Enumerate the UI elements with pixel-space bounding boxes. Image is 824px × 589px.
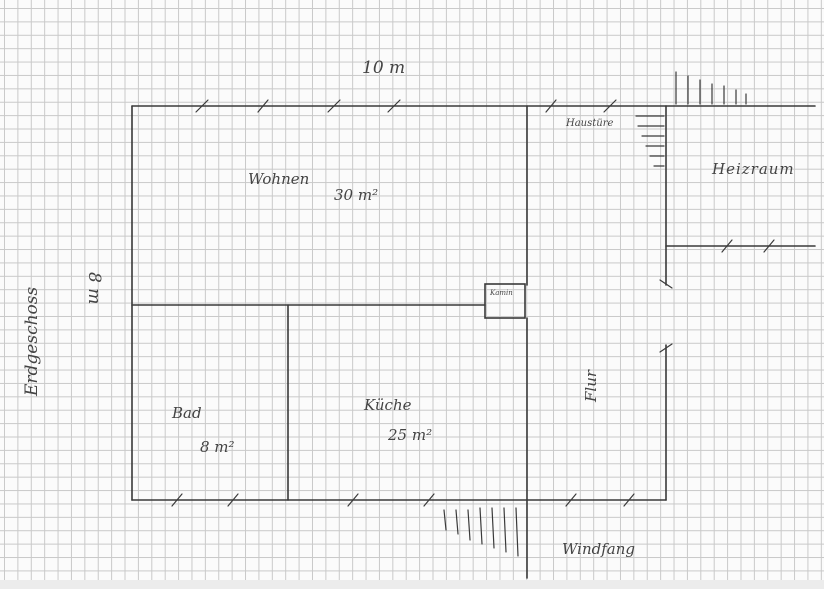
scan-edge: [0, 580, 824, 589]
width-dimension-label: 10 m: [362, 58, 406, 78]
room-area-kueche: 25 m²: [388, 426, 433, 444]
door-label-haustuer: Haustüre: [566, 118, 614, 129]
floor-label: Erdgeschoss: [22, 286, 42, 396]
height-dimension-label: 8 m: [84, 272, 104, 305]
wall-ticks: [171, 99, 775, 507]
room-name-windfang: Windfang: [562, 540, 635, 558]
room-name-kueche: Küche: [364, 396, 412, 414]
room-area-wohnen: 30 m²: [334, 186, 379, 204]
room-name-flur: Flur: [582, 369, 600, 402]
room-area-bad: 8 m²: [200, 438, 235, 456]
room-name-heizraum: Heizraum: [712, 160, 795, 178]
stairs-windfang: [443, 507, 519, 557]
kamin-box: [484, 283, 526, 319]
kamin-label: Kamin: [490, 289, 513, 297]
stairs-haustuer: [635, 71, 747, 167]
room-name-wohnen: Wohnen: [248, 170, 310, 188]
room-name-bad: Bad: [172, 404, 202, 422]
